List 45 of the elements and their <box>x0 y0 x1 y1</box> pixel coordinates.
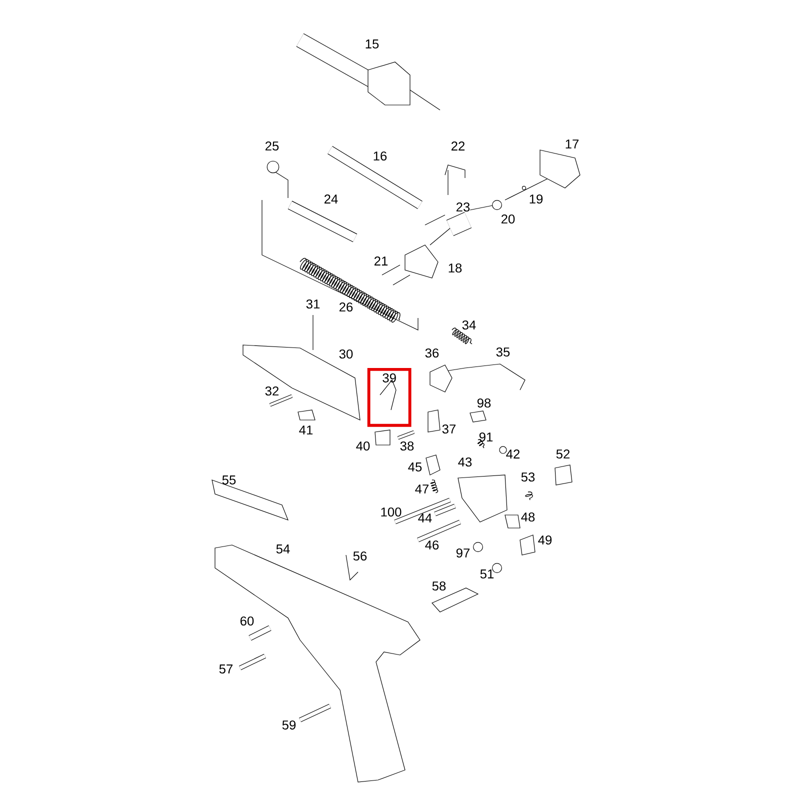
callout-number: 97 <box>456 548 470 558</box>
callout-number: 51 <box>480 570 494 578</box>
callout-number: 45 <box>408 462 422 472</box>
callout-number: 56 <box>353 551 367 561</box>
callout-number: 30 <box>339 349 353 359</box>
callout-number: 34 <box>462 320 476 330</box>
callout-number: 20 <box>501 214 515 224</box>
callout-number: 48 <box>521 512 535 522</box>
callout-number: 32 <box>265 386 279 396</box>
callout-number: 19 <box>530 194 543 204</box>
callout-number: 60 <box>240 616 254 626</box>
callout-number: 25 <box>265 141 279 151</box>
callout-number: 46 <box>425 540 439 550</box>
callout-number: 38 <box>400 441 414 451</box>
callout-number: 31 <box>306 299 320 309</box>
callout-number: 59 <box>282 720 296 730</box>
callout-number: 98 <box>477 398 491 408</box>
callout-number: 43 <box>458 457 472 467</box>
callout-number: 18 <box>448 263 462 273</box>
callout-number: 53 <box>521 472 535 482</box>
callout-number: 47 <box>415 484 429 494</box>
callout-number: 23 <box>456 202 470 212</box>
callout-number: 24 <box>324 194 338 204</box>
callout-number: 36 <box>425 348 439 358</box>
callout-number: 35 <box>496 347 510 357</box>
callout-number: 40 <box>356 441 370 451</box>
callout-number: 54 <box>276 544 290 554</box>
callout-number: 100 <box>381 507 402 517</box>
callout-number: 42 <box>506 450 520 458</box>
callout-number: 52 <box>556 449 570 459</box>
callout-number: 55 <box>222 476 236 484</box>
callout-number: 57 <box>219 664 233 674</box>
callout-number: 44 <box>418 514 432 522</box>
callout-number: 17 <box>566 140 579 148</box>
callout-number: 41 <box>299 426 313 434</box>
callout-number: 91 <box>479 432 493 442</box>
callout-number: 22 <box>451 142 465 150</box>
callout-number: 16 <box>374 151 387 161</box>
callout-number: 21 <box>374 256 388 266</box>
highlight-box: 39 <box>367 368 412 427</box>
callout-number: 26 <box>339 302 353 312</box>
callout-number: 58 <box>432 581 446 591</box>
callout-number: 15 <box>366 40 379 48</box>
callout-number: 37 <box>442 424 456 434</box>
callout-number: 49 <box>538 535 552 545</box>
